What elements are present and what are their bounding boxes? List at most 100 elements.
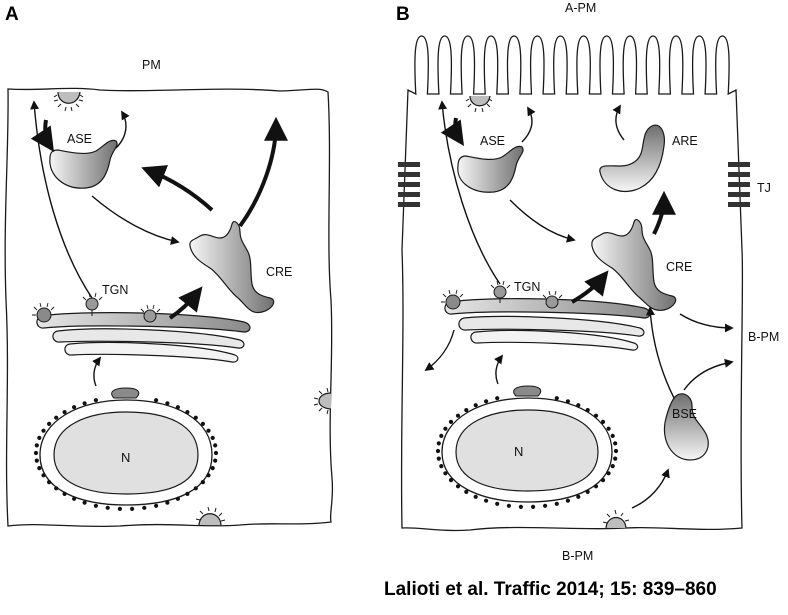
nuclear-envelope-dot [37, 435, 42, 440]
panel-b-arrow-ase-to-apical-pm [521, 106, 536, 143]
nuclear-envelope-dot [193, 486, 198, 491]
nuclear-envelope-dot [455, 484, 461, 489]
panel-a-pit-bottom [195, 506, 226, 526]
panel-a-arrow-cre-to-pm [238, 116, 288, 228]
panel-b-arrow-pit-to-ase [440, 117, 464, 146]
nuclear-envelope-dot [62, 491, 67, 496]
nuclear-envelope-dot [82, 500, 87, 505]
panel-a-pm-label: PM [142, 58, 161, 72]
panel-b-are-organelle [599, 124, 665, 193]
panel-b-plasma-membrane [400, 35, 744, 532]
nuclear-envelope-dot [576, 494, 581, 499]
nuclear-envelope-dot [34, 458, 39, 463]
nuclear-envelope-dot [154, 503, 159, 508]
panel-b-arrow-pit-to-bse [631, 468, 670, 509]
nuclear-envelope-dot [484, 498, 489, 503]
nuclear-envelope-dot [34, 443, 39, 448]
nuclear-envelope-dot [72, 405, 77, 410]
nuclear-envelope-dot [439, 433, 444, 438]
panel-a-ase-label: ASE [67, 132, 92, 146]
nuclear-envelope-dot [33, 450, 39, 456]
panel-b-arrow-cre-to-basolateral-pm [679, 313, 734, 333]
panel-b-tight-junction-left [398, 162, 420, 207]
panel-b-apical-pm-label: A-PM [565, 1, 596, 15]
nuclear-envelope-dot [165, 401, 170, 406]
nuclear-envelope-dot [565, 498, 571, 503]
panel-b-arrow-tgn-to-apical-pm [438, 100, 501, 285]
panel-a-arrow-nucleus-to-golgi [92, 356, 102, 387]
nuclear-envelope-dot [130, 506, 135, 511]
nuclear-envelope-dot [443, 426, 448, 431]
panel-a-arrow-tgn-to-cre [168, 286, 203, 320]
nuclear-envelope-dot [210, 466, 215, 471]
nuclear-envelope-dot [206, 428, 211, 433]
nuclear-envelope-dot [484, 399, 489, 404]
panel-a-golgi [32, 292, 251, 363]
panel-b-basolateral-pm-side-label: B-PM [748, 330, 779, 344]
panel-a-arrow-cre-to-ase [141, 165, 214, 212]
nuclear-envelope-dot [518, 504, 524, 509]
nuclear-envelope-dot [165, 500, 170, 505]
nuclear-envelope-dot [613, 456, 618, 461]
panel-a-cre-organelle [189, 220, 275, 314]
panel-b-bse-label: BSE [672, 407, 697, 421]
panel-b-arrow-bse-to-cre [645, 306, 675, 399]
nuclear-envelope-dot [600, 478, 606, 483]
nuclear-envelope-dot [117, 506, 122, 511]
nuclear-envelope-dot [62, 410, 67, 415]
nuclear-envelope-dot [213, 458, 218, 463]
nuclear-envelope-dot [473, 403, 478, 408]
panel-b-arrow-are-to-apical-pm [612, 104, 625, 141]
panel-a-nucleus [33, 387, 219, 511]
nuclear-envelope-dot [606, 426, 611, 431]
panel-b-arrows [424, 100, 734, 509]
nuclear-envelope-dot [495, 396, 500, 401]
panel-a-letter: A [5, 4, 19, 25]
panel-b: B A-PM TJ A [396, 1, 779, 563]
panel-b-arrow-cre-to-are [651, 190, 676, 235]
panel-b-tj-label: TJ [757, 181, 771, 195]
nuclear-envelope-dot [142, 505, 147, 510]
nuclear-envelope-dot [200, 421, 205, 426]
nuclear-envelope-dot [154, 398, 159, 403]
nuclear-envelope-dot [443, 471, 448, 476]
panel-b-ase-label: ASE [480, 134, 505, 148]
nuclear-envelope-dot [576, 403, 581, 408]
nuclear-envelope-dot [185, 410, 190, 415]
panel-b-pit-top [465, 95, 493, 113]
nuclear-envelope-dot [531, 504, 536, 509]
panel-b-pit-bottom [602, 509, 630, 529]
panel-b-letter: B [396, 4, 410, 25]
nuclear-envelope-dot [473, 494, 478, 499]
nuclear-envelope-dot [185, 491, 190, 496]
nuclear-envelope-dot [610, 464, 615, 469]
nuclear-envelope-dot [72, 496, 77, 501]
panel-b-are-label: ARE [672, 134, 698, 148]
nuclear-envelope-dot [565, 399, 571, 404]
nuclear-envelope-dot [175, 405, 180, 410]
nuclear-envelope-dot [593, 413, 599, 418]
panel-a: A PM ASE CRE [4, 4, 334, 528]
panel-a-ase-organelle [49, 139, 118, 189]
panel-a-tgn-label: TGN [102, 283, 128, 297]
nuclear-envelope-dot [593, 484, 599, 489]
panel-b-arrow-ase-to-cre [509, 199, 576, 243]
panel-b-nucleus-label: N [514, 444, 523, 459]
nuclear-envelope-dot [543, 503, 548, 508]
nuclear-envelope-dot [105, 505, 110, 510]
nuclear-envelope-dot [200, 480, 205, 485]
panel-b-basolateral-pm-bottom-label: B-PM [562, 549, 593, 563]
panel-a-arrow-ase-to-pm [115, 110, 130, 149]
nuclear-envelope-dot [585, 489, 590, 494]
panel-a-pit-right [313, 387, 332, 415]
nuclear-envelope-dot [585, 408, 590, 413]
nuclear-envelope-dot [600, 419, 606, 424]
nuclear-envelope-dot [37, 466, 42, 471]
nuclear-envelope-dot [206, 473, 211, 478]
nuclear-envelope-dot [448, 419, 454, 424]
panel-b-nucleus [435, 385, 619, 509]
nuclear-envelope-dot [448, 478, 454, 483]
nuclear-envelope-dot [54, 486, 59, 491]
nuclear-envelope-dot [439, 464, 444, 469]
